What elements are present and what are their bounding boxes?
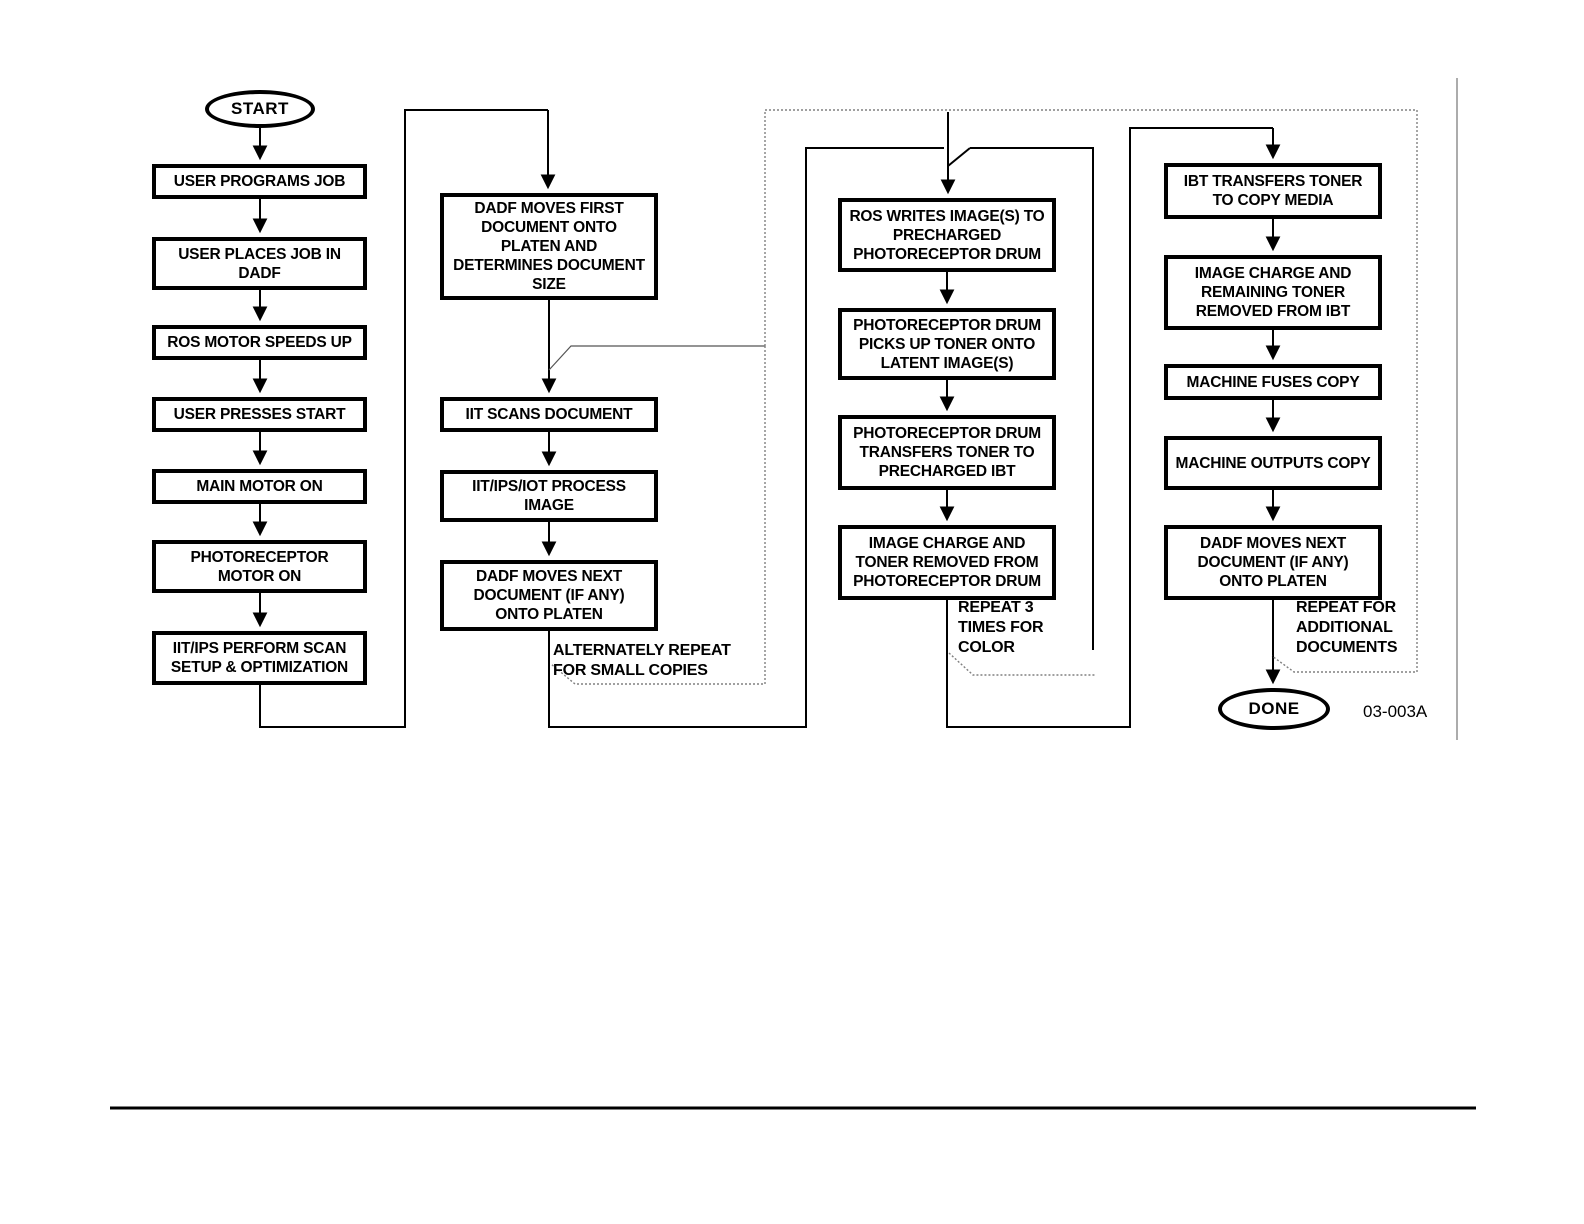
box-dadf-moves-first-document: DADF MOVES FIRST DOCUMENT ONTO PLATEN AN… bbox=[440, 193, 658, 300]
box-user-presses-start: USER PRESSES START bbox=[152, 397, 367, 432]
box-ros-writes-images: ROS WRITES IMAGE(S) TO PRECHARGED PHOTOR… bbox=[838, 198, 1056, 272]
done-terminator: DONE bbox=[1218, 688, 1330, 730]
wire-color-loop bbox=[970, 147, 1094, 650]
box-drum-transfers-toner: PHOTORECEPTOR DRUM TRANSFERS TONER TO PR… bbox=[838, 415, 1056, 490]
start-terminator: START bbox=[205, 90, 315, 128]
box-main-motor-on: MAIN MOTOR ON bbox=[152, 469, 367, 504]
box-drum-picks-up-toner: PHOTORECEPTOR DRUM PICKS UP TONER ONTO L… bbox=[838, 308, 1056, 380]
line-hop bbox=[947, 147, 971, 167]
box-ros-motor-speeds-up: ROS MOTOR SPEEDS UP bbox=[152, 325, 367, 360]
box-dadf-moves-next-document-col4: DADF MOVES NEXT DOCUMENT (IF ANY) ONTO P… bbox=[1164, 525, 1382, 600]
figure-number: 03-003A bbox=[1363, 702, 1428, 721]
box-machine-outputs-copy: MACHINE OUTPUTS COPY bbox=[1164, 436, 1382, 490]
annotation-repeat-3-times: REPEAT 3 TIMES FOR COLOR bbox=[958, 599, 1044, 656]
box-photoreceptor-motor-on: PHOTORECEPTOR MOTOR ON bbox=[152, 540, 367, 593]
box-user-places-job-in-dadf: USER PLACES JOB IN DADF bbox=[152, 237, 367, 290]
wire-col2-to-col3 bbox=[548, 147, 944, 728]
box-ibt-transfers-toner: IBT TRANSFERS TONER TO COPY MEDIA bbox=[1164, 163, 1382, 219]
flow-arrows bbox=[252, 109, 1281, 728]
callout-additional-documents bbox=[764, 109, 1418, 673]
box-dadf-moves-next-document-col2: DADF MOVES NEXT DOCUMENT (IF ANY) ONTO P… bbox=[440, 560, 658, 631]
annotation-callouts bbox=[548, 109, 1418, 685]
box-charge-toner-removed-drum: IMAGE CHARGE AND TONER REMOVED FROM PHOT… bbox=[838, 525, 1056, 600]
wire-col3-to-col4 bbox=[946, 127, 1273, 728]
box-user-programs-job: USER PROGRAMS JOB bbox=[152, 164, 367, 199]
box-iit-ips-iot-process-image: IIT/IPS/IOT PROCESS IMAGE bbox=[440, 470, 658, 522]
callout-small-copies-solid bbox=[548, 345, 765, 371]
annotation-repeat-additional: REPEAT FOR ADDITIONAL DOCUMENTS bbox=[1296, 599, 1398, 656]
callout-repeat-3-times bbox=[948, 652, 1095, 676]
wire-col1-to-col2 bbox=[259, 109, 548, 728]
annotation-alternately-repeat: ALTERNATELY REPEAT FOR SMALL COPIES bbox=[553, 642, 731, 679]
box-charge-toner-removed-ibt: IMAGE CHARGE AND REMAINING TONER REMOVED… bbox=[1164, 255, 1382, 330]
box-iit-ips-scan-setup: IIT/IPS PERFORM SCAN SETUP & OPTIMIZATIO… bbox=[152, 631, 367, 685]
callout-small-copies-dotted bbox=[550, 346, 766, 685]
box-machine-fuses-copy: MACHINE FUSES COPY bbox=[1164, 364, 1382, 400]
box-iit-scans-document: IIT SCANS DOCUMENT bbox=[440, 397, 658, 432]
